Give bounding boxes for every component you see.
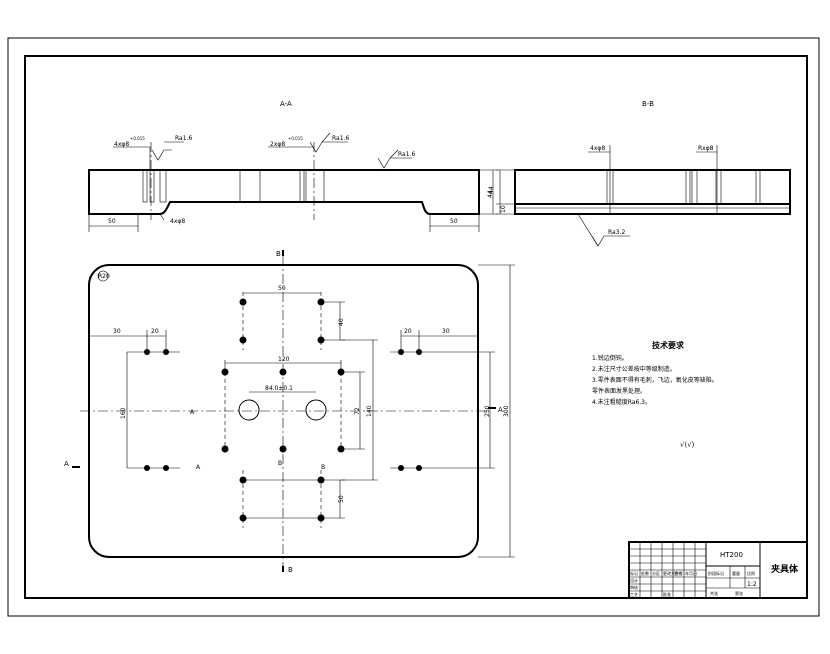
- tb-label-9: 批准: [663, 591, 671, 597]
- part-name: 夹具体: [771, 563, 799, 575]
- aa-roughness-main: Ra1.6: [398, 151, 415, 158]
- dim-250: 250: [484, 405, 491, 417]
- outer-frame: [7, 37, 820, 617]
- section-aa-view: 50 50 44 4xφ8 +0.015 Ra1.6 2xφ8 +0.015 R…: [88, 132, 498, 232]
- tb-label-3: 更改文件号: [663, 570, 683, 576]
- marker-A-right: A: [498, 406, 503, 414]
- tb-label-10: 阶段标记: [708, 570, 724, 576]
- material: HT200: [720, 551, 743, 559]
- aa-hole-left-label: 4xφ8: [114, 141, 129, 148]
- tb-label-12: 比例: [747, 570, 755, 576]
- dim-300: 300: [503, 405, 510, 417]
- pin-hole-left: [238, 399, 260, 421]
- aa-hole-left-tol: +0.015: [130, 136, 145, 141]
- tb-label-5: 年月日: [685, 570, 697, 576]
- aa-dim-height: 44: [487, 190, 494, 198]
- tb-label-11: 重量: [732, 570, 740, 576]
- bb-dim-bottom: 10: [500, 205, 507, 213]
- scale: 1:2: [747, 581, 757, 588]
- marker-B-bottom: B: [288, 566, 293, 574]
- bb-dim-height: 44: [488, 186, 495, 194]
- dim-40: 40: [338, 318, 345, 326]
- section-aa-outline: [88, 169, 480, 215]
- aa-roughness-left: Ra1.6: [175, 135, 192, 142]
- tech-title: 技术要求: [652, 340, 685, 350]
- dim-20-left: 20: [151, 328, 159, 335]
- bb-hole-left-label: 4xφ8: [590, 145, 605, 152]
- aa-dim-left: 50: [108, 218, 116, 225]
- tb-label-0: 标记: [630, 570, 638, 576]
- section-bb-title: B-B: [642, 100, 654, 108]
- pin-hole-right: [305, 399, 327, 421]
- tech-item-1: 1.锐边倒钝。: [592, 354, 628, 362]
- tech-item-2: 2.未注尺寸公差按中等级制造。: [592, 365, 676, 373]
- inner-frame: [24, 55, 808, 599]
- section-bb-view: 4xφ8 Rxφ8 44 10 Ra3.2: [488, 145, 791, 247]
- dim-pin: 84.0±0.1: [265, 385, 293, 392]
- dim-50-bottom: 50: [338, 495, 345, 503]
- section-aa-title: A-A: [280, 100, 292, 108]
- marker-A-left: A: [64, 460, 69, 468]
- tb-label-1: 处数: [641, 570, 649, 576]
- dim-50-top: 50: [278, 285, 286, 292]
- dim-20-right: 20: [404, 328, 412, 335]
- tb-label-4: 签名: [674, 570, 682, 576]
- dim-30-left: 30: [113, 328, 121, 335]
- aa-bottom-hole-label: 4xφ8: [170, 218, 185, 225]
- label-B-low: B: [321, 464, 325, 471]
- plan-view: R20 50 40 50: [64, 250, 515, 574]
- roughness-general: √(√): [680, 441, 695, 449]
- tb-label-6: 设计: [630, 577, 638, 583]
- bb-roughness: Ra3.2: [608, 229, 625, 236]
- label-A-center: A: [190, 409, 195, 416]
- tb-label-8: 工艺: [630, 592, 638, 597]
- tb-label-13: 共张: [710, 590, 718, 596]
- aa-dim-right: 50: [450, 218, 458, 225]
- dim-30-right: 30: [442, 328, 450, 335]
- tb-label-14: 第张: [735, 590, 743, 596]
- title-block: HT200 夹具体 1:2 标记 处数 分区 更改文件号 签名 年月日 设计 审…: [628, 541, 808, 599]
- tech-item-4: 零件表面发黑处理。: [592, 387, 646, 395]
- dim-160: 160: [120, 407, 127, 419]
- tech-item-5: 4.未注粗糙度Ra6.3。: [592, 398, 651, 406]
- label-A-low: A: [196, 464, 201, 471]
- aa-hole-mid-label: 2xφ8: [270, 141, 285, 148]
- dim-140: 140: [366, 405, 373, 417]
- aa-roughness-mid: Ra1.6: [332, 135, 349, 142]
- tb-label-2: 分区: [652, 570, 660, 576]
- tech-item-3: 3.零件表面不得有毛刺，飞边，氧化皮等缺陷。: [592, 376, 718, 384]
- dim-72: 72: [354, 407, 361, 415]
- tb-label-7: 审核: [630, 584, 638, 590]
- tech-requirements: 技术要求 1.锐边倒钝。 2.未注尺寸公差按中等级制造。 3.零件表面不得有毛刺…: [592, 340, 718, 449]
- aa-hole-mid-tol: +0.015: [288, 136, 303, 141]
- label-B-center: B: [278, 460, 282, 467]
- marker-B-top: B: [276, 250, 281, 258]
- bb-hole-right-label: Rxφ8: [698, 145, 714, 152]
- corner-radius: R20: [98, 273, 110, 280]
- dim-120: 120: [278, 356, 290, 363]
